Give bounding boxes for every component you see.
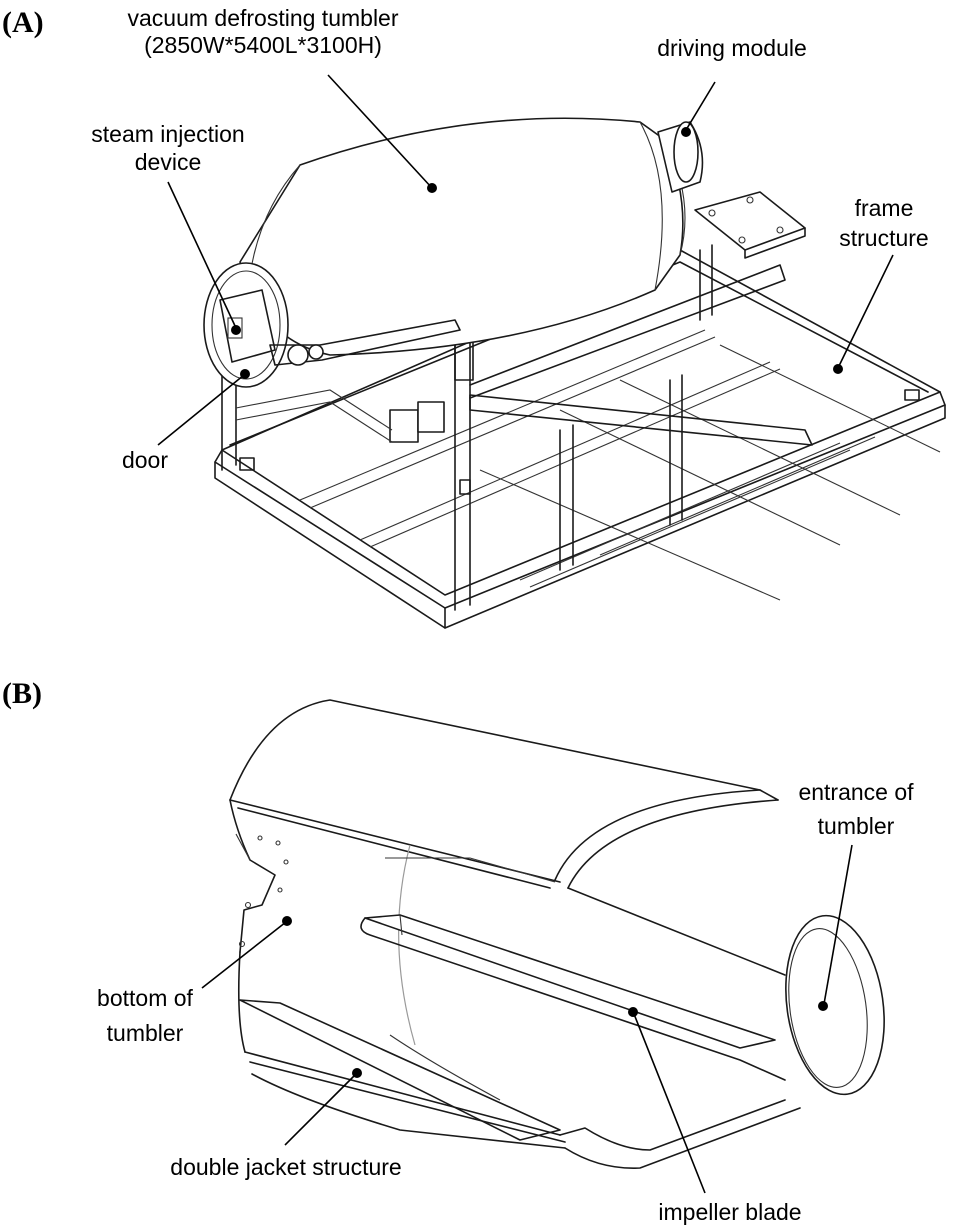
label-steam-line2: device <box>135 149 201 175</box>
leader-entrance <box>823 844 853 1005</box>
leader-tumbler <box>327 74 433 189</box>
tumbler-drum-drawing <box>203 117 704 443</box>
leader-impeller <box>633 1013 706 1194</box>
panel-a-letter: (A) <box>2 6 44 39</box>
label-door: door <box>122 447 168 473</box>
tumbler-cutaway-drawing <box>229 699 885 1169</box>
dot-bottom <box>282 916 292 926</box>
leader-steam <box>167 181 237 329</box>
label-impeller-blade: impeller blade <box>658 1199 801 1225</box>
dot-steam <box>231 325 241 335</box>
leader-frame <box>837 254 894 369</box>
dot-frame <box>833 364 843 374</box>
label-frame-line1: frame <box>855 195 914 221</box>
panel-b: (B) <box>2 677 914 1225</box>
label-bottom-line2: tumbler <box>107 1020 184 1046</box>
label-tumbler-line2: (2850W*5400L*3100H) <box>144 32 382 58</box>
dot-entrance <box>818 1001 828 1011</box>
label-entrance-line1: entrance of <box>798 779 914 805</box>
dot-driving-module <box>681 127 691 137</box>
label-frame-line2: structure <box>839 225 928 251</box>
panel-a: (A) <box>2 5 946 629</box>
label-entrance-line2: tumbler <box>818 813 895 839</box>
dot-door <box>240 369 250 379</box>
label-bottom-line1: bottom of <box>97 985 193 1011</box>
leader-double-jacket <box>284 1073 357 1146</box>
label-steam-line1: steam injection <box>91 121 244 147</box>
label-driving-module: driving module <box>657 35 807 61</box>
dot-tumbler <box>427 183 437 193</box>
panel-b-letter: (B) <box>2 677 42 710</box>
dot-double-jacket <box>352 1068 362 1078</box>
frame-structure-drawing <box>214 191 946 629</box>
label-double-jacket: double jacket structure <box>170 1154 401 1180</box>
leader-door <box>157 374 245 446</box>
dot-impeller <box>628 1007 638 1017</box>
leader-driving-module <box>685 81 716 131</box>
label-tumbler-line1: vacuum defrosting tumbler <box>127 5 398 31</box>
leader-bottom <box>201 921 287 989</box>
